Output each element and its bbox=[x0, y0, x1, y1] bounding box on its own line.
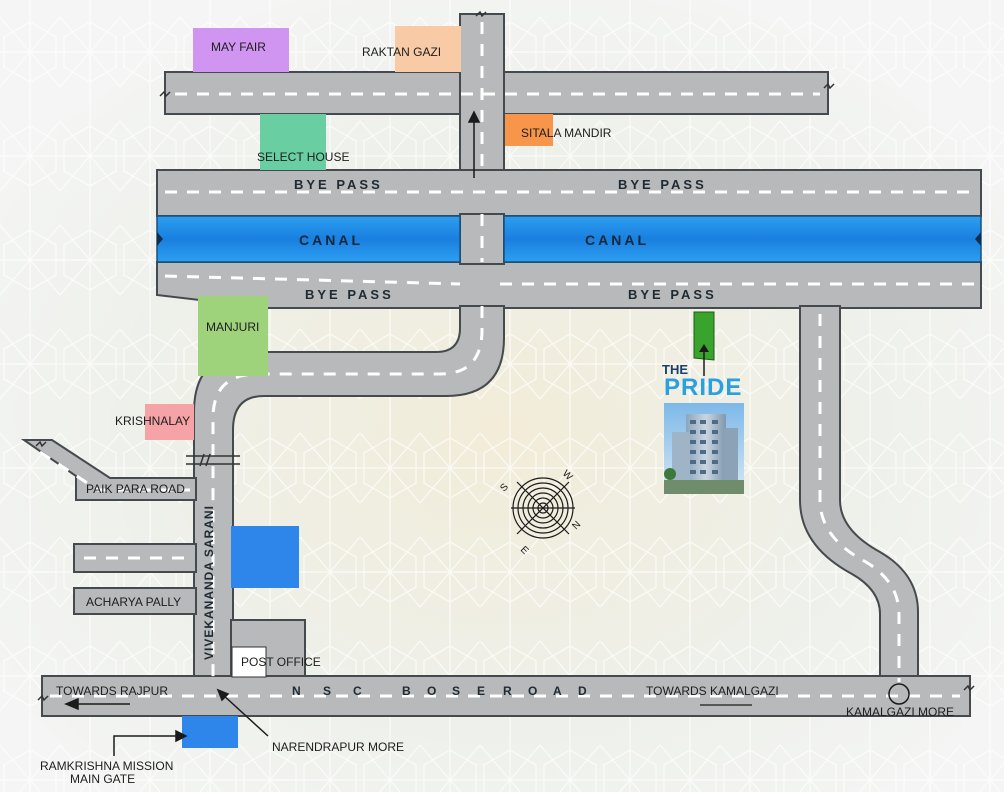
post-office-block bbox=[231, 646, 267, 678]
kamalgazi-roundabout-icon bbox=[888, 683, 910, 705]
ramkrishna-mission-label-line1: RAMKRISHNA MISSION bbox=[40, 759, 174, 773]
canal-end-arrow-right bbox=[975, 232, 981, 246]
paik-para-road-label: PAIK PARA ROAD bbox=[86, 482, 185, 496]
blue-block-east bbox=[231, 526, 299, 588]
towards-kamalgazi-label: TOWARDS KAMALGAZI bbox=[646, 684, 779, 698]
rajpur-arrow-icon bbox=[64, 697, 79, 711]
manjuri-block bbox=[198, 296, 268, 376]
bye-pass-lower-label-east: BYE PASS bbox=[628, 287, 717, 302]
nsc-bose-road-letter: E bbox=[477, 684, 486, 698]
vivekananda-sarani-label: VIVEKANANDA SARANI bbox=[202, 505, 216, 660]
direction-arrows bbox=[64, 110, 752, 756]
nsc-bose-road-letter: O bbox=[427, 684, 437, 698]
nsc-bose-road-letter: D bbox=[578, 684, 587, 698]
project-pointer-icon bbox=[699, 344, 709, 352]
sitala-mandir-label: SITALA MANDIR bbox=[521, 126, 612, 140]
road-break-marks bbox=[35, 10, 975, 702]
narendrapur-pointer-icon bbox=[216, 688, 230, 702]
nsc-bose-road-letter: O bbox=[528, 684, 538, 698]
ramkrishna-mission-label-line2: MAIN GATE bbox=[70, 772, 136, 786]
nsc-bose-road-letter: R bbox=[503, 684, 512, 698]
road-dashes bbox=[39, 22, 975, 698]
post-office-label: POST OFFICE bbox=[241, 655, 321, 669]
project-prefix: THE bbox=[662, 362, 688, 377]
krishnalay-label: KRISHNALAY bbox=[115, 414, 191, 428]
manjuri-label: MANJURI bbox=[206, 320, 260, 334]
nsc-bose-road-letter: S bbox=[323, 684, 332, 698]
towards-rajpur-label: TOWARDS RAJPUR bbox=[56, 684, 169, 698]
nsc-bose-road-letter: C bbox=[353, 684, 362, 698]
project-name: PRIDE bbox=[664, 374, 743, 401]
project-building-image bbox=[664, 403, 744, 494]
project-plot bbox=[693, 311, 715, 361]
may-fair-block bbox=[193, 28, 289, 72]
blue-block-south bbox=[182, 716, 238, 748]
raktan-gazi-label: RAKTAN GAZI bbox=[362, 45, 442, 59]
sitala-mandir-block bbox=[505, 114, 553, 146]
project-marker bbox=[693, 311, 715, 376]
ramkrishna-pointer-icon bbox=[175, 729, 188, 743]
acharya-pally-label: ACHARYA PALLY bbox=[86, 595, 182, 609]
bye-pass-lower-label-west: BYE PASS bbox=[305, 287, 394, 302]
select-house-label: SELECT HOUSE bbox=[257, 150, 350, 164]
paik-para-road bbox=[20, 439, 197, 501]
north-arrow-icon bbox=[467, 110, 481, 123]
krishnalay-block bbox=[145, 404, 194, 440]
nsc-bose-road-letter: N bbox=[292, 684, 301, 698]
nsc-bose-road-letter: A bbox=[553, 684, 562, 698]
canal-label-west: CANAL bbox=[299, 232, 363, 248]
kamalgazi-more-label: KAMALGAZI MORE bbox=[846, 705, 955, 719]
canal-east bbox=[503, 215, 982, 263]
raktan-gazi-block bbox=[395, 26, 461, 72]
bye-pass-upper-label-west: BYE PASS bbox=[294, 177, 383, 192]
bye-pass-upper-label-east: BYE PASS bbox=[618, 177, 707, 192]
nsc-bose-road-letter: S bbox=[452, 684, 461, 698]
nsc-bose-road bbox=[41, 675, 971, 717]
acharya-pally-road bbox=[73, 587, 197, 615]
narendrapur-more-label: NARENDRAPUR MORE bbox=[272, 740, 405, 754]
canal-label-east: CANAL bbox=[585, 232, 649, 248]
may-fair-label: MAY FAIR bbox=[211, 40, 266, 54]
canal-end-arrow-left bbox=[157, 232, 163, 246]
nsc-bose-road-letter: B bbox=[402, 684, 411, 698]
select-house-block bbox=[260, 114, 326, 170]
canal-west bbox=[156, 215, 461, 263]
canal bbox=[156, 215, 982, 263]
compass-rose-icon bbox=[511, 477, 575, 539]
